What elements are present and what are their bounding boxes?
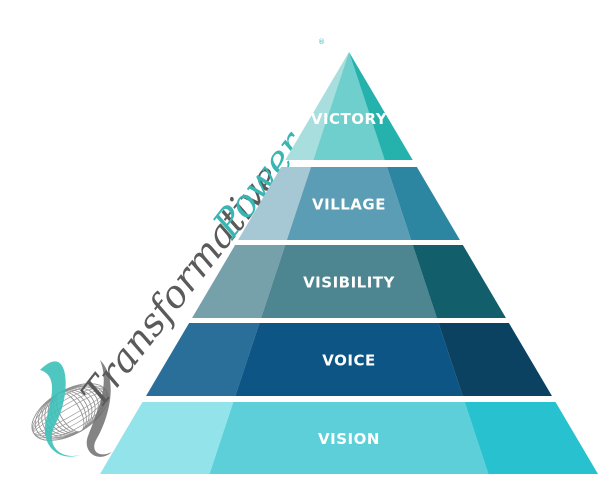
- pyramid-tier-voice: VOICE: [146, 323, 552, 396]
- tier-facet-middle: [261, 245, 437, 318]
- swoosh-teal: [40, 361, 80, 457]
- tier-facet-middle: [209, 402, 489, 474]
- tier-facet-right: [349, 52, 413, 160]
- tier-facet-left: [146, 323, 260, 396]
- tier-facet-right: [438, 323, 552, 396]
- tier-facet-left: [238, 167, 312, 240]
- pyramid-tiers: VICTORY VILLAGE VISIBILITY VOICE VISION: [100, 52, 598, 474]
- tier-facet-right: [386, 167, 460, 240]
- tier-label-voice: VOICE: [322, 352, 375, 370]
- tier-facet-left: [100, 402, 234, 474]
- tier-label-vision: VISION: [318, 430, 380, 448]
- tier-facet-left: [285, 52, 349, 160]
- wireframe-globe-icon: [31, 360, 112, 457]
- tier-facet-left: [192, 245, 286, 318]
- tier-facet-middle: [286, 167, 412, 240]
- pyramid-tier-village: VILLAGE: [238, 167, 460, 240]
- tier-label-village: VILLAGE: [312, 196, 386, 214]
- tier-facet-middle: [235, 323, 463, 396]
- tier-facet-middle: [313, 52, 385, 160]
- tier-label-victory: VICTORY: [311, 110, 388, 128]
- tier-label-visibility: VISIBILITY: [303, 274, 395, 292]
- registered-mark: ®: [318, 38, 325, 46]
- tier-facet-right: [464, 402, 598, 474]
- tier-facet-right: [412, 245, 506, 318]
- pyramid-tier-victory: VICTORY: [285, 52, 413, 160]
- pyramid-tier-visibility: VISIBILITY: [192, 245, 506, 318]
- swoosh-gray: [86, 360, 112, 457]
- pyramid-tier-vision: VISION: [100, 402, 598, 474]
